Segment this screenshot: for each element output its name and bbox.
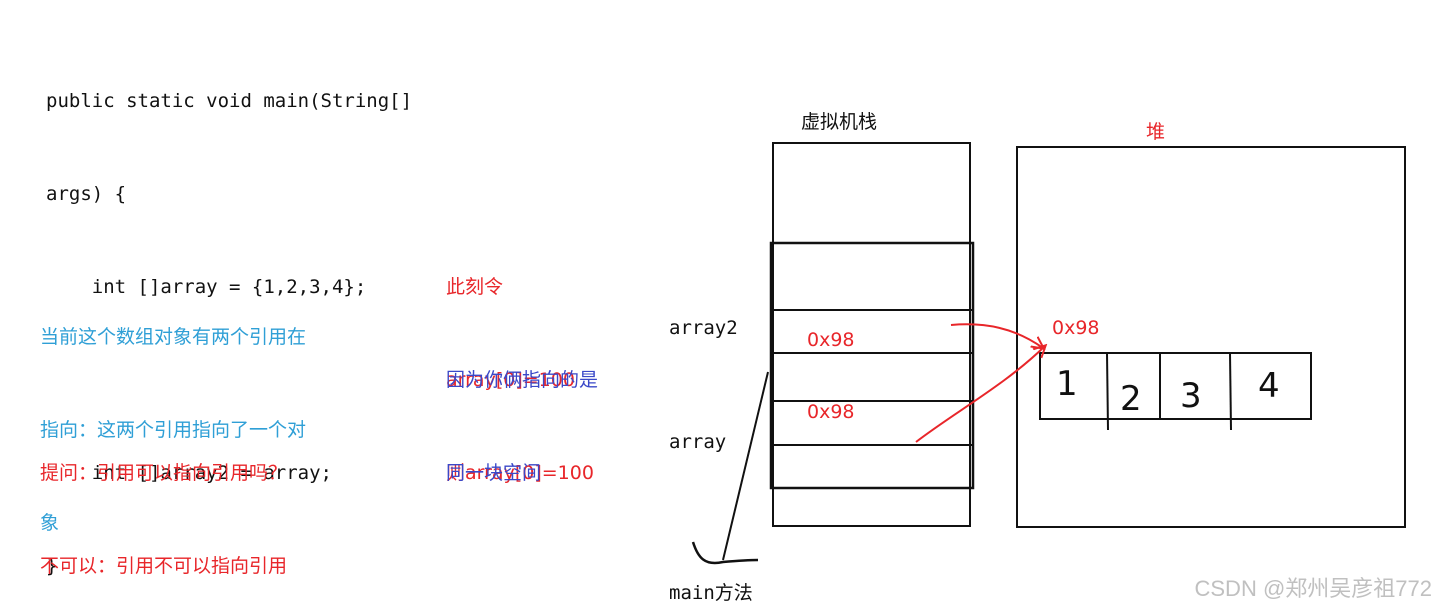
array-element: 1 (1056, 364, 1078, 404)
heap-address-label: 0x98 (1052, 317, 1100, 339)
array-reference-arrow (915, 346, 1045, 443)
assignment-line: array[0]=100 (446, 369, 575, 391)
array-element: 3 (1180, 376, 1202, 416)
code-line: public static void main(String[] (46, 90, 413, 112)
heap-box (1016, 146, 1406, 528)
frame-pointer-line (722, 371, 769, 561)
array-object-box (1039, 352, 1312, 420)
assignment-note: 此刻令 array[0]=100 则array[0]=100 (446, 210, 594, 520)
code-line: args) { (46, 183, 127, 205)
main-frame-box (769, 241, 975, 490)
variable-array2-label: array2 (669, 317, 738, 339)
question-line: 提问：引用可以指向引用吗？ (40, 462, 288, 484)
assignment-line: 此刻令 (446, 276, 504, 298)
array2-slot-value: 0x98 (807, 329, 855, 351)
reason-note: 因为你俩指向的是 同一块空间 (446, 303, 598, 520)
reference-note: 当前这个数组对象有两个引用在 指向：这两个引用指向了一个对 象 (40, 260, 306, 570)
code-line: } (46, 555, 58, 577)
code-line: int []array2 = array; (46, 462, 332, 484)
watermark: CSDN @郑州吴彦祖772 (1194, 576, 1433, 601)
answer-line: 不可以：引用不可以指向引用 (40, 555, 288, 577)
code-line: int []array = {1,2,3,4}; (46, 276, 367, 298)
reference-note-line: 象 (40, 512, 60, 534)
question-note: 提问：引用可以指向引用吗？ 不可以：引用不可以指向引用 (40, 396, 287, 613)
stack-box (772, 142, 971, 527)
reason-line: 因为你俩指向的是 (446, 369, 599, 391)
variable-array-label: array (669, 431, 727, 453)
stack-title: 虚拟机栈 (801, 111, 878, 133)
array2-reference-arrow (950, 323, 1043, 348)
reference-note-line: 当前这个数组对象有两个引用在 (40, 326, 307, 348)
code-block: public static void main(String[] args) {… (46, 24, 412, 613)
main-method-label: main方法 (669, 582, 753, 604)
reference-note-line: 指向：这两个引用指向了一个对 (40, 419, 307, 441)
array-element: 4 (1258, 366, 1280, 406)
heap-title: 堆 (1146, 121, 1166, 143)
array-element: 2 (1120, 379, 1142, 419)
reason-line: 同一块空间 (446, 462, 542, 484)
array-cell-divider (1106, 352, 1109, 431)
array-slot-value: 0x98 (807, 401, 855, 423)
assignment-line: 则array[0]=100 (446, 462, 594, 484)
frame-pointer-hook (691, 541, 759, 565)
array-cell-divider (1229, 352, 1232, 431)
